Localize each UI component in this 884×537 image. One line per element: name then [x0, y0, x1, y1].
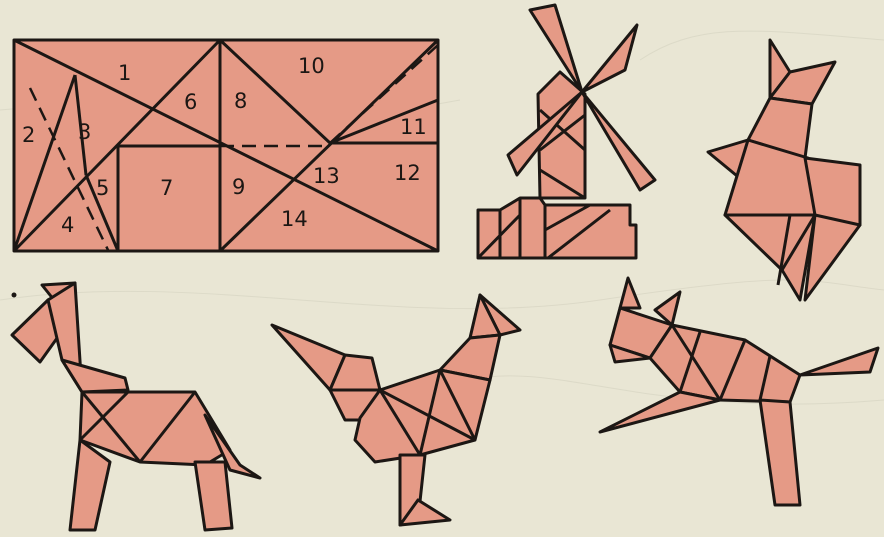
puzzle-board: 1 2 3 4 5 6 7 8 9 10 11 12 13 14	[14, 40, 438, 251]
piece-label-10: 10	[298, 54, 325, 78]
piece-label-13: 13	[313, 164, 340, 188]
piece-label-6: 6	[184, 90, 197, 114]
piece-label-2: 2	[22, 123, 35, 147]
piece-label-8: 8	[234, 89, 247, 113]
piece-label-4: 4	[61, 213, 74, 237]
piece-label-7: 7	[160, 176, 173, 200]
piece-label-1: 1	[118, 61, 131, 85]
piece-label-14: 14	[281, 207, 308, 231]
ink-dot	[12, 293, 17, 298]
piece-label-3: 3	[78, 120, 91, 144]
piece-label-11: 11	[400, 115, 427, 139]
piece-label-9: 9	[232, 175, 245, 199]
piece-label-5: 5	[96, 176, 109, 200]
piece-label-12: 12	[394, 161, 421, 185]
